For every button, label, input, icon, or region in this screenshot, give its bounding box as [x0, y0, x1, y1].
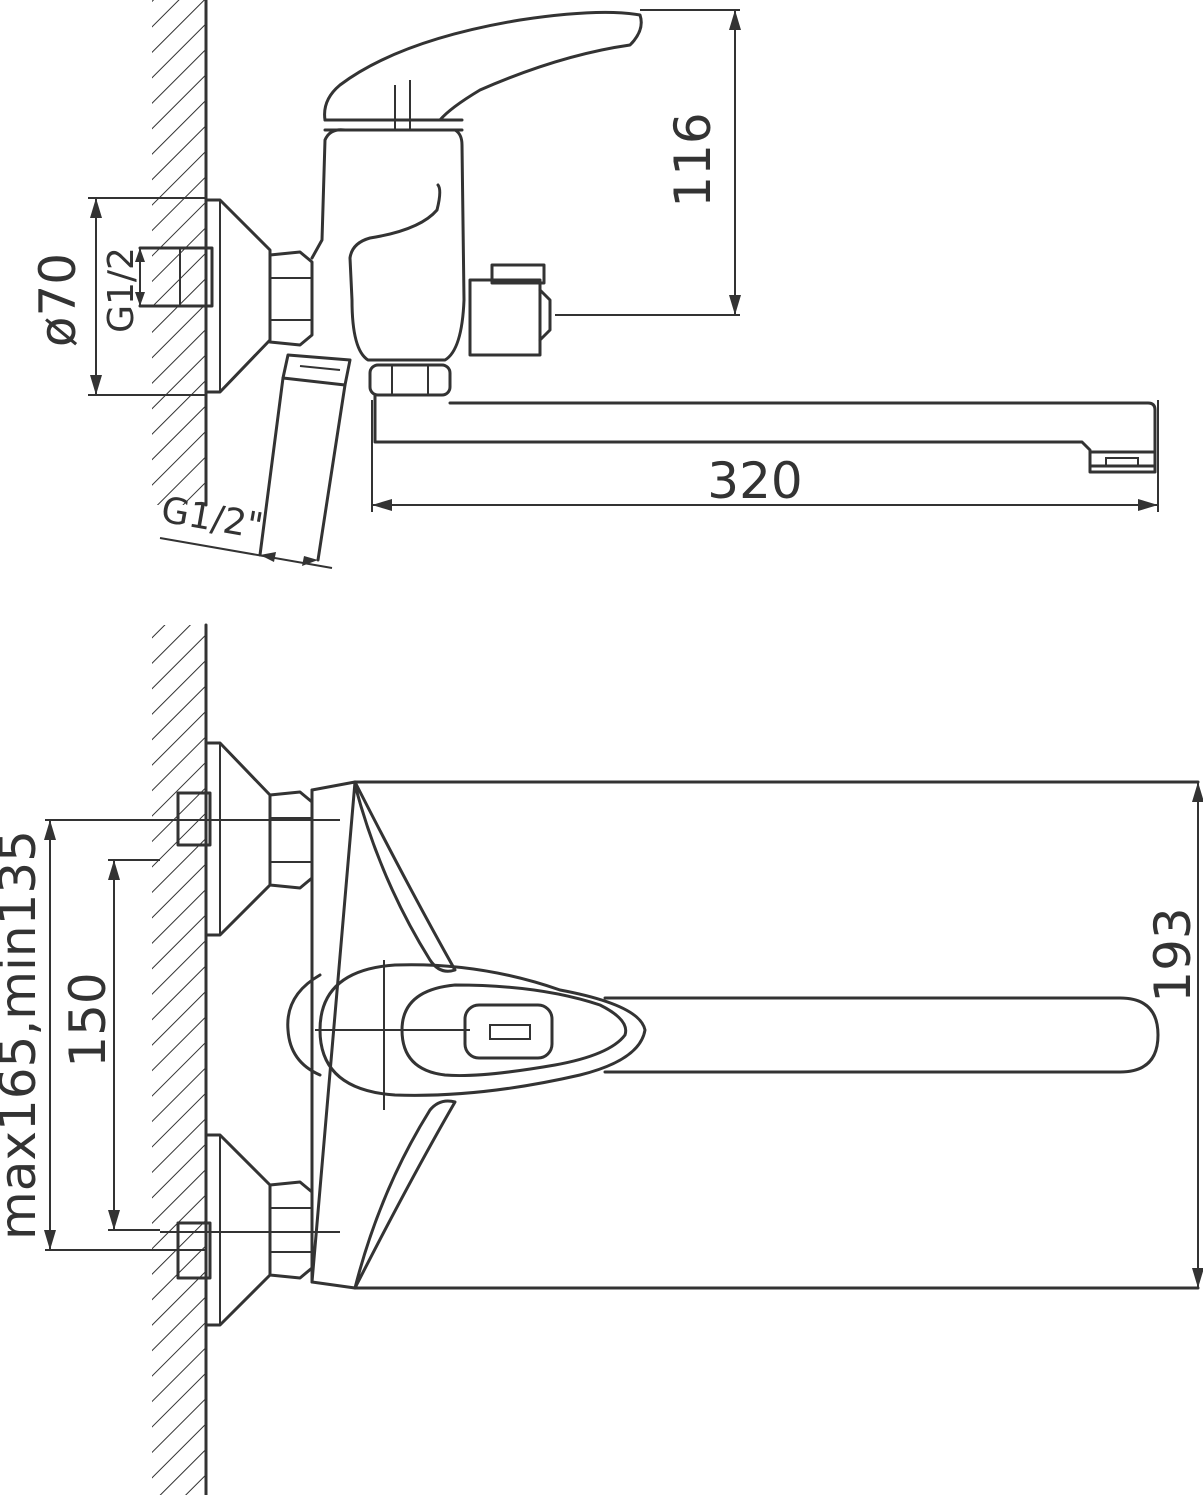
diverter-end-side — [538, 288, 552, 342]
lever-handle-side — [323, 10, 643, 122]
dim-g12-arrow-bottom — [135, 292, 145, 306]
diverter-cap-side — [490, 263, 546, 285]
cartridge-boss-front — [286, 973, 322, 1077]
dim-193-arrow-top — [1192, 782, 1203, 802]
spout-swivel-side — [368, 363, 452, 397]
lever-button-inner — [489, 1024, 531, 1040]
dim-320-arrow-left — [372, 499, 392, 511]
diverter-knob-side — [468, 278, 542, 357]
lever-inner-front — [400, 983, 628, 1078]
hose-right-side — [316, 383, 347, 562]
dim-150-label: 150 — [59, 972, 117, 1067]
front-view — [44, 623, 1203, 1495]
dim-hose-label: G1/2" — [158, 490, 266, 548]
mixer-body-side — [310, 128, 466, 362]
dim-70-arrow-top — [90, 198, 102, 218]
aerator-inner-side — [1105, 457, 1139, 467]
hose-connector-line — [299, 365, 341, 371]
dim-70-arrow-bottom — [90, 375, 102, 395]
spout-side — [373, 393, 1157, 468]
dim-116-arrow-bottom — [729, 295, 741, 315]
flange-lower-front — [204, 1133, 272, 1327]
dim-hose-arrow-left — [260, 552, 276, 562]
dim-116-label: 116 — [664, 112, 722, 207]
lever-arm-front — [603, 996, 1160, 1074]
side-view — [88, 0, 1159, 569]
nut-lower-front — [268, 1180, 314, 1280]
dim-193-arrow-bottom — [1192, 1268, 1203, 1288]
aerator-side — [1088, 450, 1157, 474]
mixer-body-front — [310, 780, 357, 1290]
wall-hatch-bottom — [152, 625, 206, 1495]
dim-193-label: 193 — [1144, 907, 1202, 1002]
dim-range-arrow-top — [44, 820, 56, 840]
hose-left-side — [258, 376, 285, 557]
dim-150-arrow-top — [108, 860, 120, 880]
dim-range-arrow-bottom — [44, 1230, 56, 1250]
body-curve-upper — [353, 780, 457, 973]
dim-range-label: max165,min135 — [0, 830, 47, 1240]
lever-button-front — [463, 1003, 554, 1060]
dim-g12-arrow-top — [135, 248, 145, 262]
wall-flange-side — [204, 198, 272, 394]
dim-hose-arrow-right — [302, 556, 318, 566]
flange-upper-front — [204, 741, 272, 937]
dim-g12-label: G1/2 — [101, 247, 142, 333]
dim-320-arrow-right — [1138, 499, 1158, 511]
body-curve-lower — [353, 1099, 457, 1290]
dim-150-arrow-bottom — [108, 1210, 120, 1230]
dim-70-label: ø70 — [29, 253, 87, 347]
nut-upper-front — [268, 790, 314, 890]
hex-nut-side — [268, 250, 314, 347]
lever-outline-front — [318, 963, 647, 1097]
dim-320-label: 320 — [707, 452, 802, 510]
eccentric-connector-side — [138, 246, 214, 308]
dim-116-arrow-top — [729, 10, 741, 30]
